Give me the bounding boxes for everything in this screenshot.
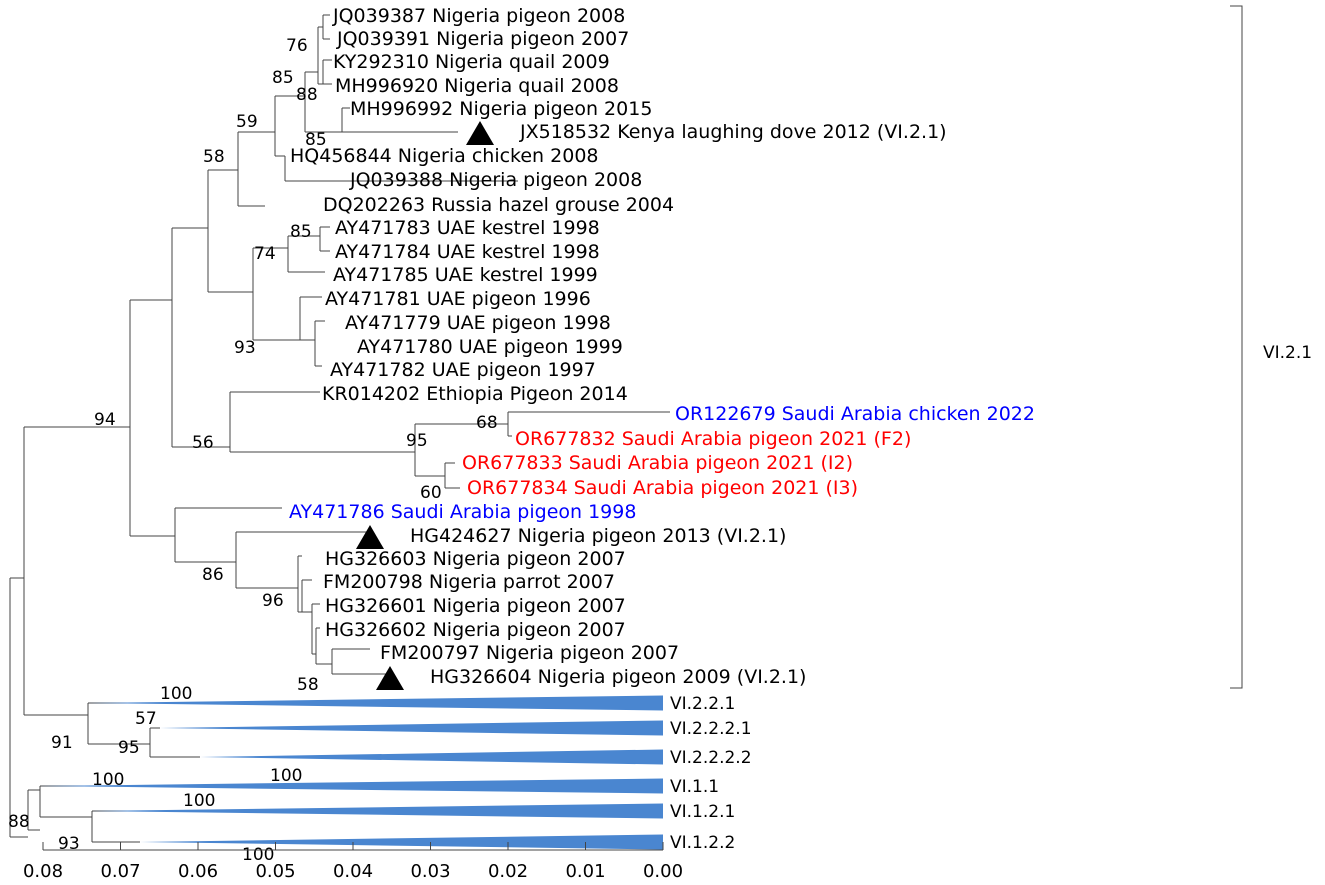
leaf-label: JQ039387 Nigeria pigeon 2008	[332, 5, 625, 27]
leaf-label: AY471784 UAE kestrel 1998	[335, 241, 600, 263]
bootstrap-values: 7685888559588574939456689560869658911008…	[8, 36, 498, 854]
leaf-label: AY471781 UAE pigeon 1996	[325, 288, 591, 310]
collapsed-clade-wedge	[160, 720, 663, 736]
leaf-label: AY471780 UAE pigeon 1999	[357, 336, 623, 358]
bootstrap-value: 88	[8, 812, 30, 832]
collapsed-clade-bootstrap: 100	[160, 684, 192, 704]
triangle-marker-icon	[466, 121, 494, 145]
collapsed-clade-wedge	[140, 834, 663, 850]
bootstrap-value: 60	[420, 483, 442, 503]
leaf-label: HG424627 Nigeria pigeon 2013 (VI.2.1)	[410, 525, 786, 547]
collapsed-clade-label: VI.1.2.2	[670, 833, 735, 853]
collapsed-clade-bootstrap: 100	[270, 766, 302, 786]
leaf-label: OR677834 Saudi Arabia pigeon 2021 (I3)	[467, 477, 858, 499]
scale-tick-label: 0.07	[100, 861, 140, 882]
scale-tick-label: 0.02	[488, 861, 528, 882]
bootstrap-value: 96	[262, 591, 284, 611]
leaf-label: DQ202263 Russia hazel grouse 2004	[323, 194, 674, 216]
leaf-label: AY471782 UAE pigeon 1997	[330, 359, 596, 381]
collapsed-clade-bootstrap: 57	[135, 709, 157, 729]
leaf-label: HG326601 Nigeria pigeon 2007	[325, 595, 626, 617]
bootstrap-value: 58	[297, 675, 319, 695]
scale-tick-label: 0.06	[178, 861, 218, 882]
leaf-label: JX518532 Kenya laughing dove 2012 (VI.2.…	[519, 121, 947, 143]
leaf-label: JQ039391 Nigeria pigeon 2007	[336, 28, 629, 50]
bootstrap-value: 85	[305, 130, 327, 150]
leaf-label: KR014202 Ethiopia Pigeon 2014	[322, 383, 628, 405]
bootstrap-value: 100	[92, 770, 124, 790]
leaf-label: KY292310 Nigeria quail 2009	[333, 51, 610, 73]
bootstrap-value: 88	[296, 85, 318, 105]
bootstrap-value: 93	[234, 338, 256, 358]
collapsed-clade-label: VI.2.2.2.1	[670, 719, 752, 739]
bootstrap-value: 94	[94, 410, 116, 430]
triangle-marker-icon	[356, 525, 384, 549]
clade-bracket-label: VI.2.1	[1263, 343, 1312, 363]
bootstrap-value: 85	[290, 222, 312, 242]
leaf-label: OR122679 Saudi Arabia chicken 2022	[675, 403, 1035, 425]
collapsed-clade-bootstrap: 100	[183, 791, 215, 811]
collapsed-clade-label: VI.1.1	[670, 777, 719, 797]
collapsed-clade-wedge	[88, 695, 663, 711]
collapsed-clade-bootstrap: 95	[118, 738, 140, 758]
bootstrap-value: 86	[202, 565, 224, 585]
leaf-label: HG326603 Nigeria pigeon 2007	[325, 548, 626, 570]
bootstrap-value: 76	[286, 36, 308, 56]
leaf-label: MH996920 Nigeria quail 2008	[335, 75, 619, 97]
scale-tick-label: 0.00	[643, 861, 683, 882]
leaf-label: HG326602 Nigeria pigeon 2007	[325, 619, 626, 641]
scale-tick-label: 0.04	[333, 861, 373, 882]
leaf-label: AY471779 UAE pigeon 1998	[345, 312, 611, 334]
bootstrap-value: 95	[406, 431, 428, 451]
tree-branches	[9, 14, 670, 843]
collapsed-clade-label: VI.2.2.2.2	[670, 748, 752, 768]
scale-tick-label: 0.03	[410, 861, 450, 882]
bootstrap-value: 91	[51, 733, 73, 753]
scale-axis: 0.08 0.07 0.06 0.05 0.04 0.03 0.02 0.01 0.00	[23, 842, 683, 882]
leaf-label: AY471786 Saudi Arabia pigeon 1998	[289, 501, 636, 523]
leaf-label: HQ456844 Nigeria chicken 2008	[290, 145, 599, 167]
bootstrap-value: 58	[203, 147, 225, 167]
leaf-label: OR677833 Saudi Arabia pigeon 2021 (I2)	[462, 452, 853, 474]
leaf-label: OR677832 Saudi Arabia pigeon 2021 (F2)	[515, 428, 911, 450]
bootstrap-value: 85	[272, 68, 294, 88]
collapsed-clade-wedge	[92, 803, 663, 819]
bootstrap-value: 59	[236, 112, 258, 132]
collapsed-clades: VI.2.2.1100VI.2.2.2.157VI.2.2.2.295VI.1.…	[40, 684, 752, 865]
scale-tick-label: 0.01	[565, 861, 605, 882]
leaf-label: FM200797 Nigeria pigeon 2007	[380, 642, 679, 664]
leaf-label: JQ039388 Nigeria pigeon 2008	[349, 169, 642, 191]
leaf-label: HG326604 Nigeria pigeon 2009 (VI.2.1)	[430, 666, 806, 688]
bootstrap-value: 56	[192, 433, 214, 453]
collapsed-clade-wedge	[200, 749, 663, 765]
triangle-marker-icon	[376, 666, 404, 690]
leaf-label: MH996992 Nigeria pigeon 2015	[350, 98, 652, 120]
collapsed-clade-label: VI.2.2.1	[670, 694, 735, 714]
leaf-label: AY471785 UAE kestrel 1999	[333, 264, 598, 286]
bootstrap-value: 68	[476, 413, 498, 433]
leaf-label: AY471783 UAE kestrel 1998	[335, 217, 600, 239]
collapsed-clade-wedge	[40, 778, 663, 794]
scale-tick-label: 0.05	[255, 861, 295, 882]
scale-tick-label: 0.08	[23, 861, 63, 882]
leaf-label: FM200798 Nigeria parrot 2007	[323, 571, 615, 593]
bootstrap-value: 74	[254, 244, 276, 264]
bootstrap-value: 93	[58, 834, 80, 854]
collapsed-clade-label: VI.1.2.1	[670, 802, 735, 822]
clade-bracket: VI.2.1	[1230, 5, 1312, 689]
